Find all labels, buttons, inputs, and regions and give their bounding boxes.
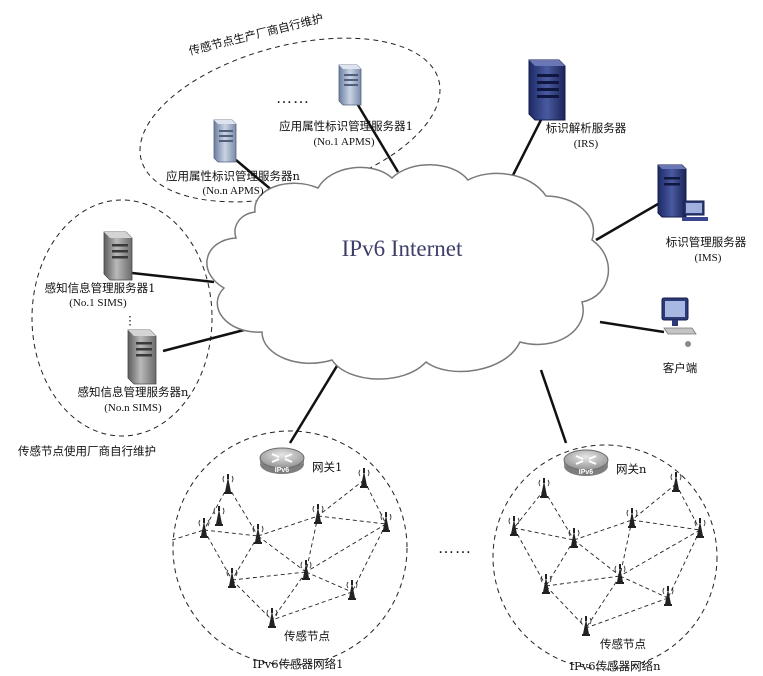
sims-n-server-icon bbox=[127, 329, 157, 385]
irs-name: 标识解析服务器 bbox=[546, 121, 627, 135]
apms-1-abbr: (No.1 APMS) bbox=[313, 136, 374, 148]
sensor-node bbox=[538, 477, 550, 499]
sensor-network-n: IPv6 网关n bbox=[508, 449, 706, 673]
sensor-node bbox=[568, 527, 580, 549]
sensor-node bbox=[614, 563, 626, 585]
sensor-node bbox=[312, 503, 324, 525]
irs-server-icon bbox=[528, 59, 566, 121]
apms-n-name: 应用属性标识管理服务器n bbox=[166, 169, 300, 183]
ims-abbr: (IMS) bbox=[695, 252, 722, 264]
client-name: 客户端 bbox=[663, 361, 698, 375]
sensor-node-label-n: 传感节点 bbox=[600, 637, 646, 651]
gateway-n-router-icon: IPv6 bbox=[563, 449, 609, 476]
sims-n-abbr: (No.n SIMS) bbox=[104, 402, 162, 414]
sensor-network-1-caption: IPv6传感器网络1 bbox=[253, 657, 344, 671]
sensor-network-1: IPv6 网关1 bbox=[171, 447, 392, 671]
sensor-network-1-boundary bbox=[172, 430, 408, 666]
apms-ellipsis: …… bbox=[276, 90, 310, 107]
sims-ellipsis: ⋮ bbox=[124, 313, 136, 327]
producer-group-label: 传感节点生产厂商自行维护 bbox=[187, 11, 324, 58]
gateway-n-router-text: IPv6 bbox=[579, 469, 594, 476]
sensor-node bbox=[508, 515, 520, 537]
client-pc-icon bbox=[661, 297, 697, 347]
sensor-node bbox=[300, 559, 312, 581]
sensor-network-n-boundary bbox=[492, 444, 718, 670]
ims-name: 标识管理服务器 bbox=[666, 235, 747, 249]
sensor-node bbox=[540, 573, 552, 595]
apms-n-abbr: (No.n APMS) bbox=[202, 185, 263, 197]
apms-n-server-icon bbox=[213, 119, 237, 163]
sensor-node bbox=[626, 507, 638, 529]
irs-abbr: (IRS) bbox=[574, 138, 599, 150]
sensor-node bbox=[358, 467, 370, 489]
sims-1-name: 感知信息管理服务器1 bbox=[45, 281, 156, 295]
ipv6-internet-cloud: IPv6 Internet bbox=[206, 164, 610, 380]
networks-ellipsis: …… bbox=[438, 540, 472, 557]
gateway-1-label: 网关1 bbox=[312, 460, 342, 474]
apms-1-server-icon bbox=[338, 64, 362, 106]
apms-1-name: 应用属性标识管理服务器1 bbox=[279, 119, 413, 133]
sensor-node bbox=[346, 579, 358, 601]
sensor-node bbox=[670, 471, 682, 493]
ims-server-icon bbox=[657, 164, 708, 221]
sensor-node bbox=[252, 523, 264, 545]
sims-1-abbr: (No.1 SIMS) bbox=[69, 297, 127, 309]
sensor-node bbox=[694, 517, 706, 539]
sensor-node bbox=[580, 615, 592, 637]
sensor-node-label-1: 传感节点 bbox=[284, 629, 330, 643]
cloud-title: IPv6 Internet bbox=[342, 236, 463, 261]
gateway-1-router-icon: IPv6 bbox=[259, 447, 305, 474]
gateway-1-router-text: IPv6 bbox=[275, 467, 290, 474]
sensor-node bbox=[213, 505, 225, 527]
sensor-node bbox=[198, 517, 210, 539]
sensor-node bbox=[266, 607, 278, 629]
sensor-node bbox=[662, 585, 674, 607]
sims-n-name: 感知信息管理服务器n bbox=[78, 385, 189, 399]
user-group-boundary bbox=[31, 199, 213, 437]
gateway-n-label: 网关n bbox=[616, 462, 647, 476]
sims-1-server-icon bbox=[103, 231, 133, 281]
sensor-node bbox=[226, 567, 238, 589]
sensor-node bbox=[222, 473, 234, 495]
user-group-label: 传感节点使用厂商自行维护 bbox=[18, 444, 156, 458]
sensor-node bbox=[380, 511, 392, 533]
sensor-network-n-caption: IPv6传感器网络n bbox=[570, 659, 662, 673]
